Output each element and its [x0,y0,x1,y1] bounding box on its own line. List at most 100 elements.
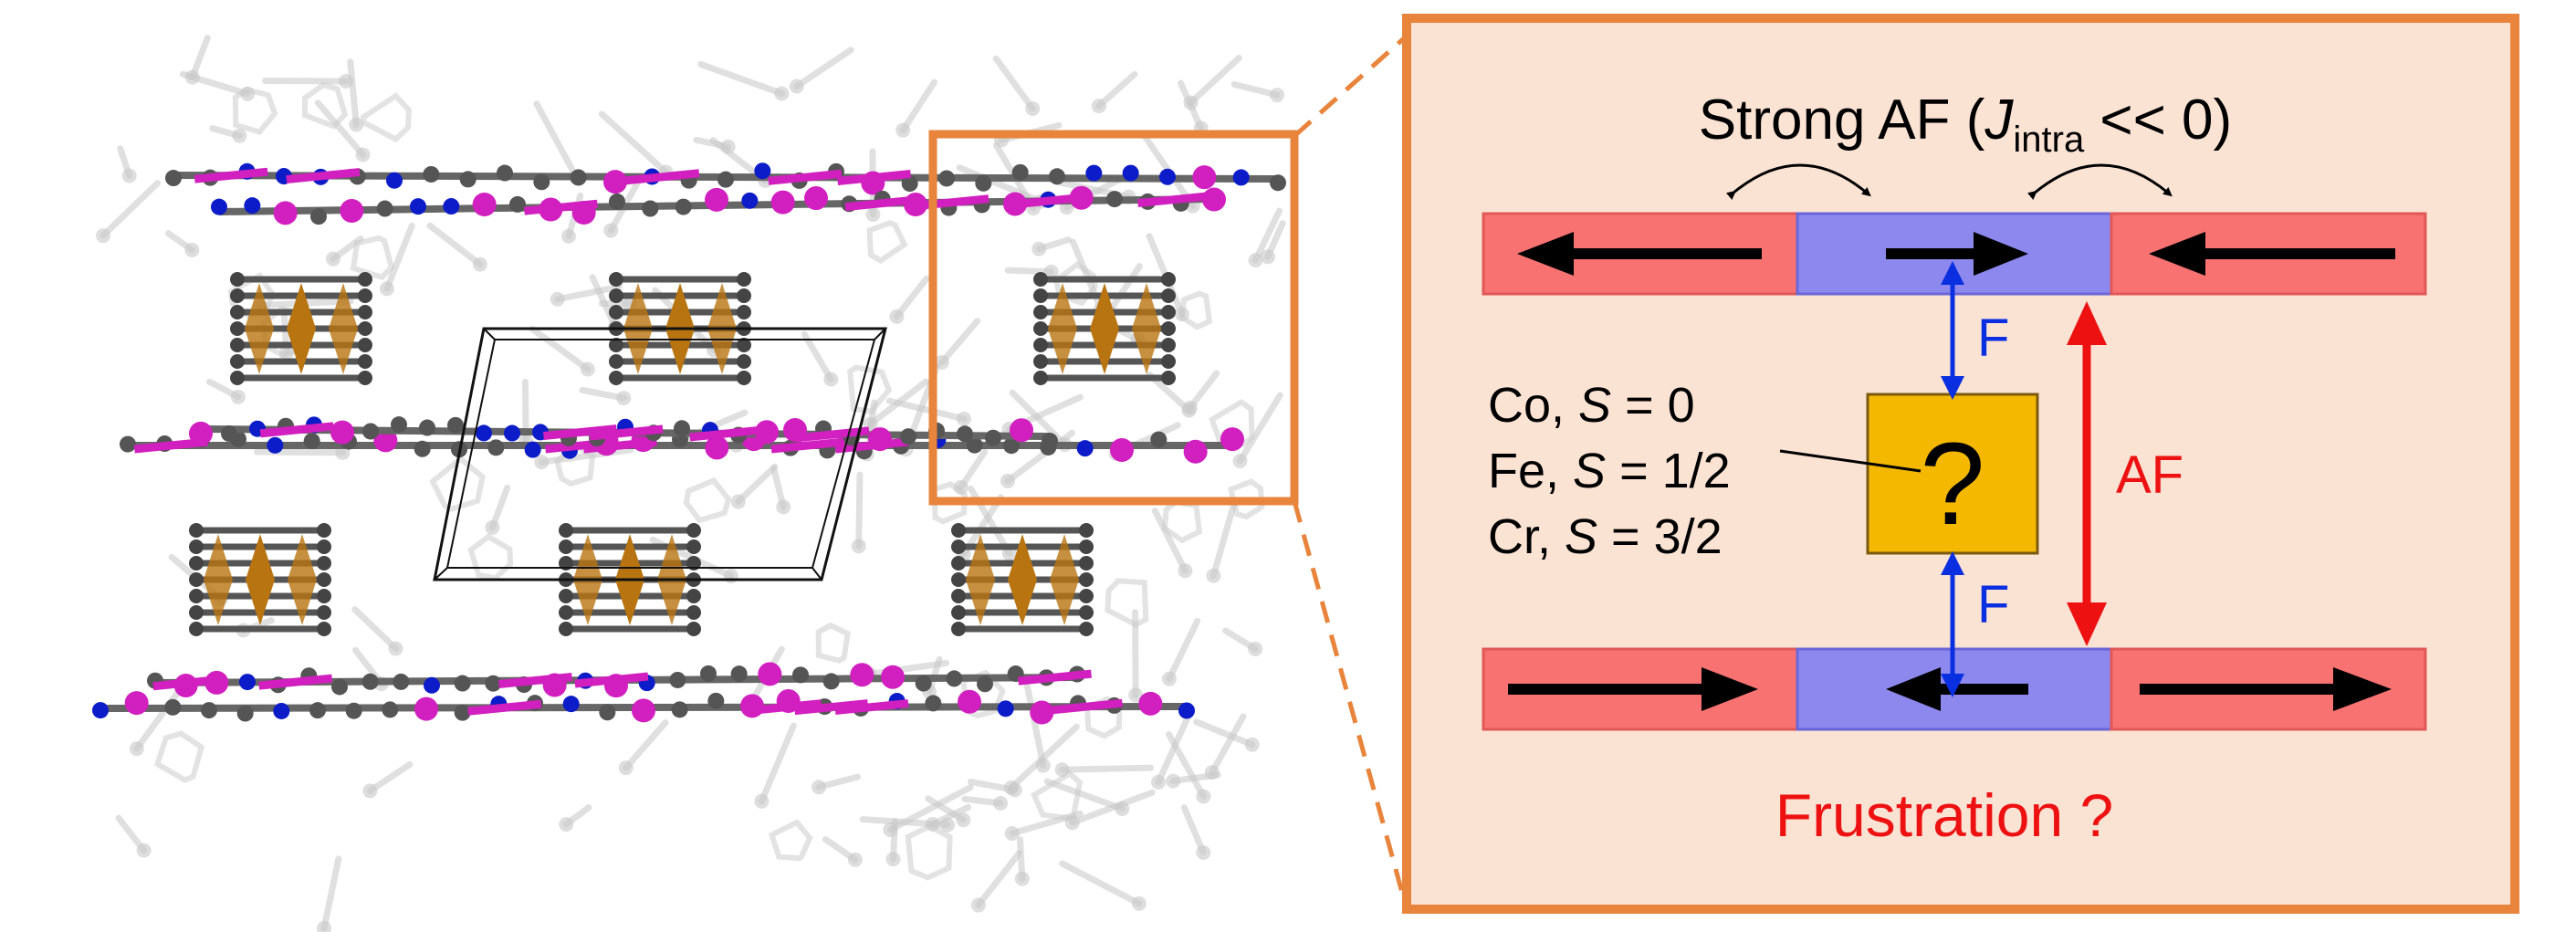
ligand-bond [179,70,251,98]
chain-atom [938,170,955,187]
ring-atom [951,556,966,571]
chain-atom [1150,431,1168,448]
chain-atom [900,428,916,445]
chain-atom [386,172,403,189]
ring-atom [189,622,204,636]
ring-atom [559,523,573,538]
chain-atom [424,676,440,694]
ligand-bond [99,180,162,239]
metal-center [245,283,274,374]
chain-atom [414,696,438,721]
metal-center [1008,534,1037,625]
chain-atom [393,673,410,690]
chain-atom [391,416,407,434]
chain-atom [267,436,284,454]
ligand-atom [1248,253,1263,268]
chain-bond [915,194,990,211]
ring-atom [317,589,331,603]
ligand-atom [1004,826,1020,842]
ligand-atom [232,128,247,143]
metal-center [288,534,317,625]
ring-atom [737,288,751,303]
chain-bond [286,168,361,184]
ligand-ring [553,443,596,487]
legend-cr: Cr, S = 3/2 [1488,509,1723,564]
chain-atom [975,174,992,192]
ligand-atom [603,223,619,238]
chain-atom [1270,174,1286,192]
ligand-ring [815,622,851,664]
chain-atom [850,663,874,687]
frustration-label: Frustration ? [1775,781,2113,849]
ligand-bond [1209,497,1238,580]
chain-atom [966,436,983,454]
chain-atom [705,435,729,460]
ligand-bond [1105,263,1143,316]
chain-atom [487,439,505,456]
ferro-label-bottom: F [1977,575,2009,634]
ring-atom [951,589,966,603]
ring-atom [951,539,966,554]
ligand-ring [467,533,514,581]
ring-atom [1161,305,1176,319]
chain-bond [844,195,919,212]
chain-atom [985,429,1001,446]
chain-atom [239,674,256,691]
ligand-atom [485,519,500,535]
chain-atom [361,673,379,690]
ligand-atom [1131,895,1147,911]
ligand-atom [993,795,1009,811]
chain-atom [758,662,782,686]
ring-atom [737,272,751,287]
ligand-bond [1209,713,1247,776]
ligand-bond [554,283,623,303]
chain-atom [443,198,460,215]
ligand-atom [1196,844,1211,860]
spin-arrow-right-icon [2140,667,2392,711]
ligand-bond [1043,778,1126,812]
ring-atom [609,272,623,287]
legend-fe: Fe, S = 1/2 [1488,444,1731,498]
ring-atom [1033,321,1048,336]
chain-bond [258,674,333,690]
ligand-bond [758,722,797,805]
chain-atom [609,193,625,210]
ring-atom [1079,556,1094,571]
ring-atom [686,539,701,554]
ligand-atom [811,780,826,795]
chain-atom [730,665,748,683]
ring-atom [1161,338,1176,352]
chain-atom [804,186,828,211]
ligand-atom [789,79,804,94]
ligand-bond [938,318,981,366]
ring-atom [951,605,966,620]
ligand-bond [1237,392,1283,465]
ligand-bond [529,326,592,372]
question-mark: ? [1920,419,1984,550]
antiferro-coupling-arrow [2067,301,2107,646]
ligand-atom [616,391,632,406]
ring-atom [737,371,751,385]
ligand-atom [889,309,905,324]
ring-atom [609,354,623,369]
ring-atom [189,589,204,603]
ligand-bond [1166,731,1207,800]
ligand-atom [883,822,898,837]
ring-atom [230,338,245,352]
metal-center [1048,283,1077,374]
chain-bond [1049,698,1123,715]
ligand-atom [1244,737,1260,752]
ligand-ring [768,819,813,862]
ligand-atom [379,281,394,297]
chain-atom [533,173,550,191]
ligand-ring [232,87,278,136]
chain-atom [423,165,440,183]
ring-atom [1033,288,1048,303]
ligand-bond [1166,617,1201,683]
metal-center [1050,534,1079,625]
ligand-bond [366,761,414,794]
chain-bond [625,169,700,185]
ring-atom [559,539,573,554]
chain-atom [754,162,771,180]
ligand-bond [1251,207,1283,264]
